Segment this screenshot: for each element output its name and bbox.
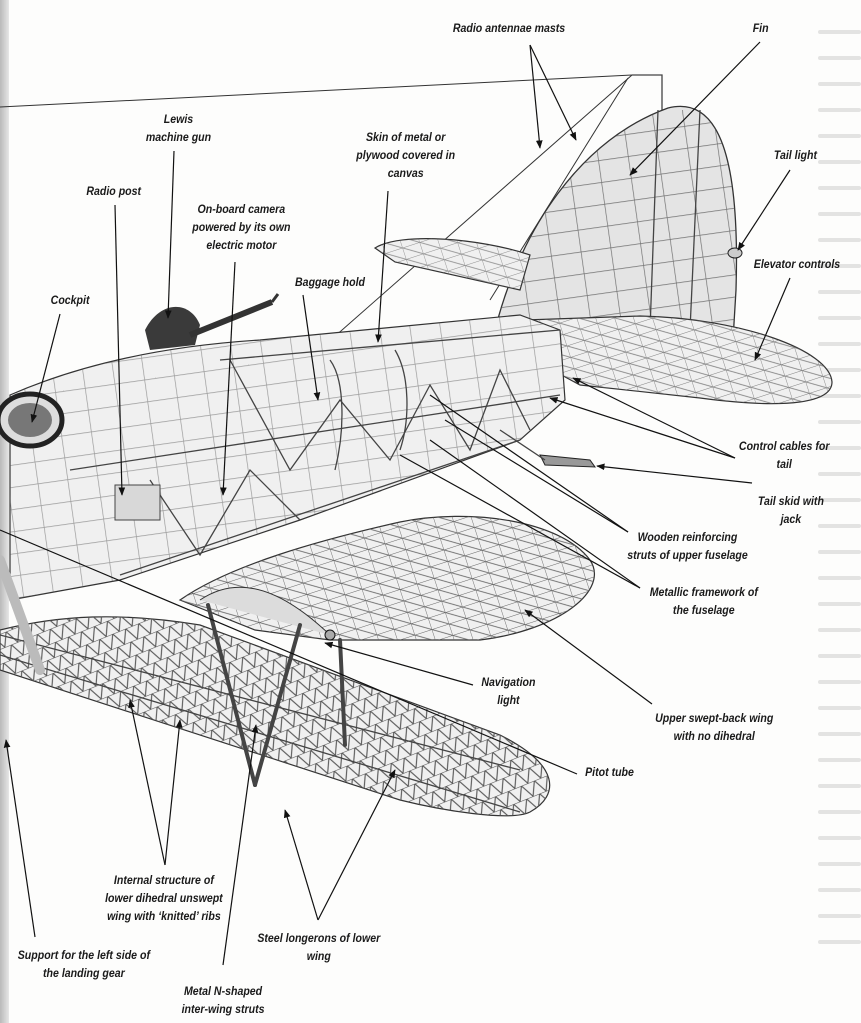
label-baggage-hold: Baggage hold bbox=[295, 274, 365, 292]
label-line: jack bbox=[780, 514, 802, 526]
label-line: wing with ‘knitted’ ribs bbox=[107, 911, 221, 923]
label-steel-longerons: Steel longerons of lower wing bbox=[257, 930, 380, 966]
label-upper-wing: Upper swept-back wing with no dihedral bbox=[655, 710, 773, 746]
label-line: struts of upper fuselage bbox=[627, 550, 748, 562]
label-line: machine gun bbox=[145, 132, 212, 144]
label-line: Lewis bbox=[163, 114, 194, 126]
label-line: Skin of metal or bbox=[365, 132, 446, 144]
page-gutter-shadow bbox=[0, 0, 9, 1023]
label-line: Pitot tube bbox=[585, 767, 634, 779]
label-on-board-camera: On-board camera powered by its own elect… bbox=[192, 201, 290, 255]
label-line: Internal structure of bbox=[113, 875, 214, 887]
label-line: Radio antennae masts bbox=[452, 23, 566, 35]
label-cockpit: Cockpit bbox=[51, 292, 90, 310]
label-fin: Fin bbox=[753, 20, 769, 38]
label-line: Metallic framework of bbox=[649, 587, 758, 599]
label-line: with no dihedral bbox=[673, 731, 755, 743]
label-line: tail bbox=[776, 459, 792, 471]
label-lewis-machine-gun: Lewis machine gun bbox=[146, 111, 211, 147]
label-line: Upper swept-back wing bbox=[655, 713, 774, 725]
label-elevator-controls: Elevator controls bbox=[754, 256, 840, 274]
label-control-cables: Control cables for tail bbox=[739, 438, 830, 474]
label-line: Radio post bbox=[86, 186, 142, 198]
label-tail-skid: Tail skid with jack bbox=[758, 493, 824, 529]
label-wooden-struts: Wooden reinforcing struts of upper fusel… bbox=[627, 529, 748, 565]
label-navigation-light: Navigation light bbox=[481, 674, 535, 710]
label-line: the fuselage bbox=[672, 605, 735, 617]
label-line: Control cables for bbox=[738, 441, 830, 453]
label-line: powered by its own bbox=[192, 222, 291, 234]
label-tail-light: Tail light bbox=[774, 147, 817, 165]
label-line: Tail light bbox=[773, 150, 817, 162]
right-elevator bbox=[524, 315, 833, 405]
label-line: plywood covered in bbox=[356, 150, 456, 162]
label-radio-antennae-masts: Radio antennae masts bbox=[453, 20, 565, 38]
label-line: light bbox=[497, 695, 520, 707]
label-line: Tail skid with bbox=[757, 496, 824, 508]
label-line: the landing gear bbox=[43, 968, 125, 980]
label-line: Support for the left side of bbox=[17, 950, 150, 962]
label-inter-wing-struts: Metal N-shaped inter-wing struts bbox=[182, 983, 265, 1019]
label-line: Cockpit bbox=[50, 295, 90, 307]
label-line: canvas bbox=[387, 168, 424, 180]
leader-lines bbox=[0, 41, 791, 966]
label-landing-gear-support: Support for the left side of the landing… bbox=[18, 947, 150, 983]
label-line: wing bbox=[306, 951, 331, 963]
label-line: Baggage hold bbox=[295, 277, 365, 289]
label-line: inter-wing struts bbox=[181, 1004, 265, 1016]
label-line: Navigation bbox=[481, 677, 536, 689]
label-line: lower dihedral unswept bbox=[105, 893, 223, 905]
label-skin: Skin of metal or plywood covered in canv… bbox=[356, 129, 455, 183]
label-line: Elevator controls bbox=[753, 259, 841, 271]
label-metallic-framework: Metallic framework of the fuselage bbox=[650, 584, 758, 620]
label-radio-post: Radio post bbox=[86, 183, 141, 201]
left-stabilizer bbox=[373, 238, 531, 291]
label-line: Wooden reinforcing bbox=[637, 532, 738, 544]
label-line: electric motor bbox=[206, 240, 277, 252]
bleed-through-text bbox=[818, 30, 861, 1010]
inter-wing-struts bbox=[0, 555, 347, 787]
label-line: On-board camera bbox=[197, 204, 286, 216]
label-line: Steel longerons of lower bbox=[257, 933, 381, 945]
label-pitot-tube: Pitot tube bbox=[585, 764, 634, 782]
label-line: Metal N-shaped bbox=[183, 986, 263, 998]
tail-fin bbox=[494, 105, 743, 341]
label-line: Fin bbox=[752, 23, 769, 35]
label-lower-wing-structure: Internal structure of lower dihedral uns… bbox=[105, 872, 223, 926]
